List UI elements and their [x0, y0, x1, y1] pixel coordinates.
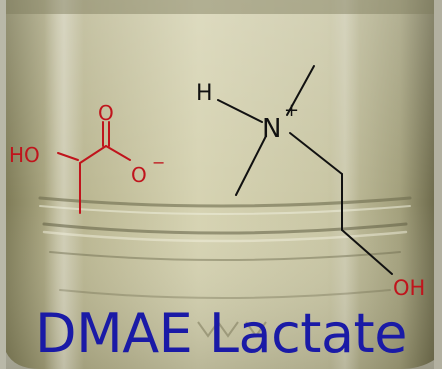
jar-ridges [38, 196, 412, 299]
lactate-ho-label: HO [9, 143, 40, 167]
dmae-h-label: H [196, 81, 213, 106]
jar-embossed-mark [197, 320, 267, 338]
jar-top-band [6, 0, 434, 14]
dmae-bonds [217, 65, 393, 275]
jar-highlight-left [44, 0, 84, 369]
caption-title: DMAE Lactate [35, 302, 407, 365]
dmae-oh-label: OH [393, 276, 425, 300]
jar-highlight-right [330, 0, 360, 369]
lactate-carbonyl-o-label: O [98, 101, 114, 125]
lactate-bonds [57, 121, 131, 214]
dmae-positive-charge: + [284, 100, 299, 121]
dmae-n-label: N [262, 114, 281, 144]
lactate-structure: HO O O − [9, 101, 165, 214]
dmae-structure: H N + OH [196, 65, 425, 300]
lactate-negative-charge: − [152, 153, 165, 172]
lactate-oxide-o-label: O [131, 163, 147, 187]
